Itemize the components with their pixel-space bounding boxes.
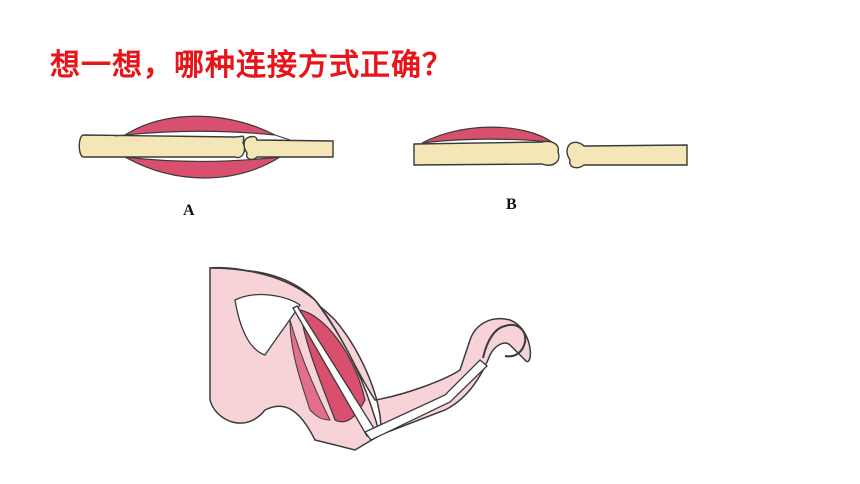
figure-a-muscle-across-joint — [78, 115, 334, 179]
arm-flexion-illustration — [209, 266, 532, 451]
bone-a-right — [243, 135, 334, 161]
forearm-bones — [363, 359, 488, 441]
option-a-label: A — [183, 202, 195, 219]
triceps-muscle — [289, 319, 331, 421]
question-title: 想一想，哪种连接方式正确？ — [50, 48, 453, 83]
muscle-b — [421, 126, 553, 144]
bone-b-left — [413, 140, 560, 166]
figure-b-muscle-single-bone — [413, 126, 688, 169]
muscle-a-lower — [124, 156, 281, 179]
bone-a-left — [78, 134, 246, 159]
scapula-bone — [234, 293, 301, 356]
hand-bones — [482, 324, 527, 359]
muscle-a-upper — [124, 115, 276, 136]
bone-b-right — [566, 141, 688, 169]
option-b-label: B — [506, 196, 517, 213]
